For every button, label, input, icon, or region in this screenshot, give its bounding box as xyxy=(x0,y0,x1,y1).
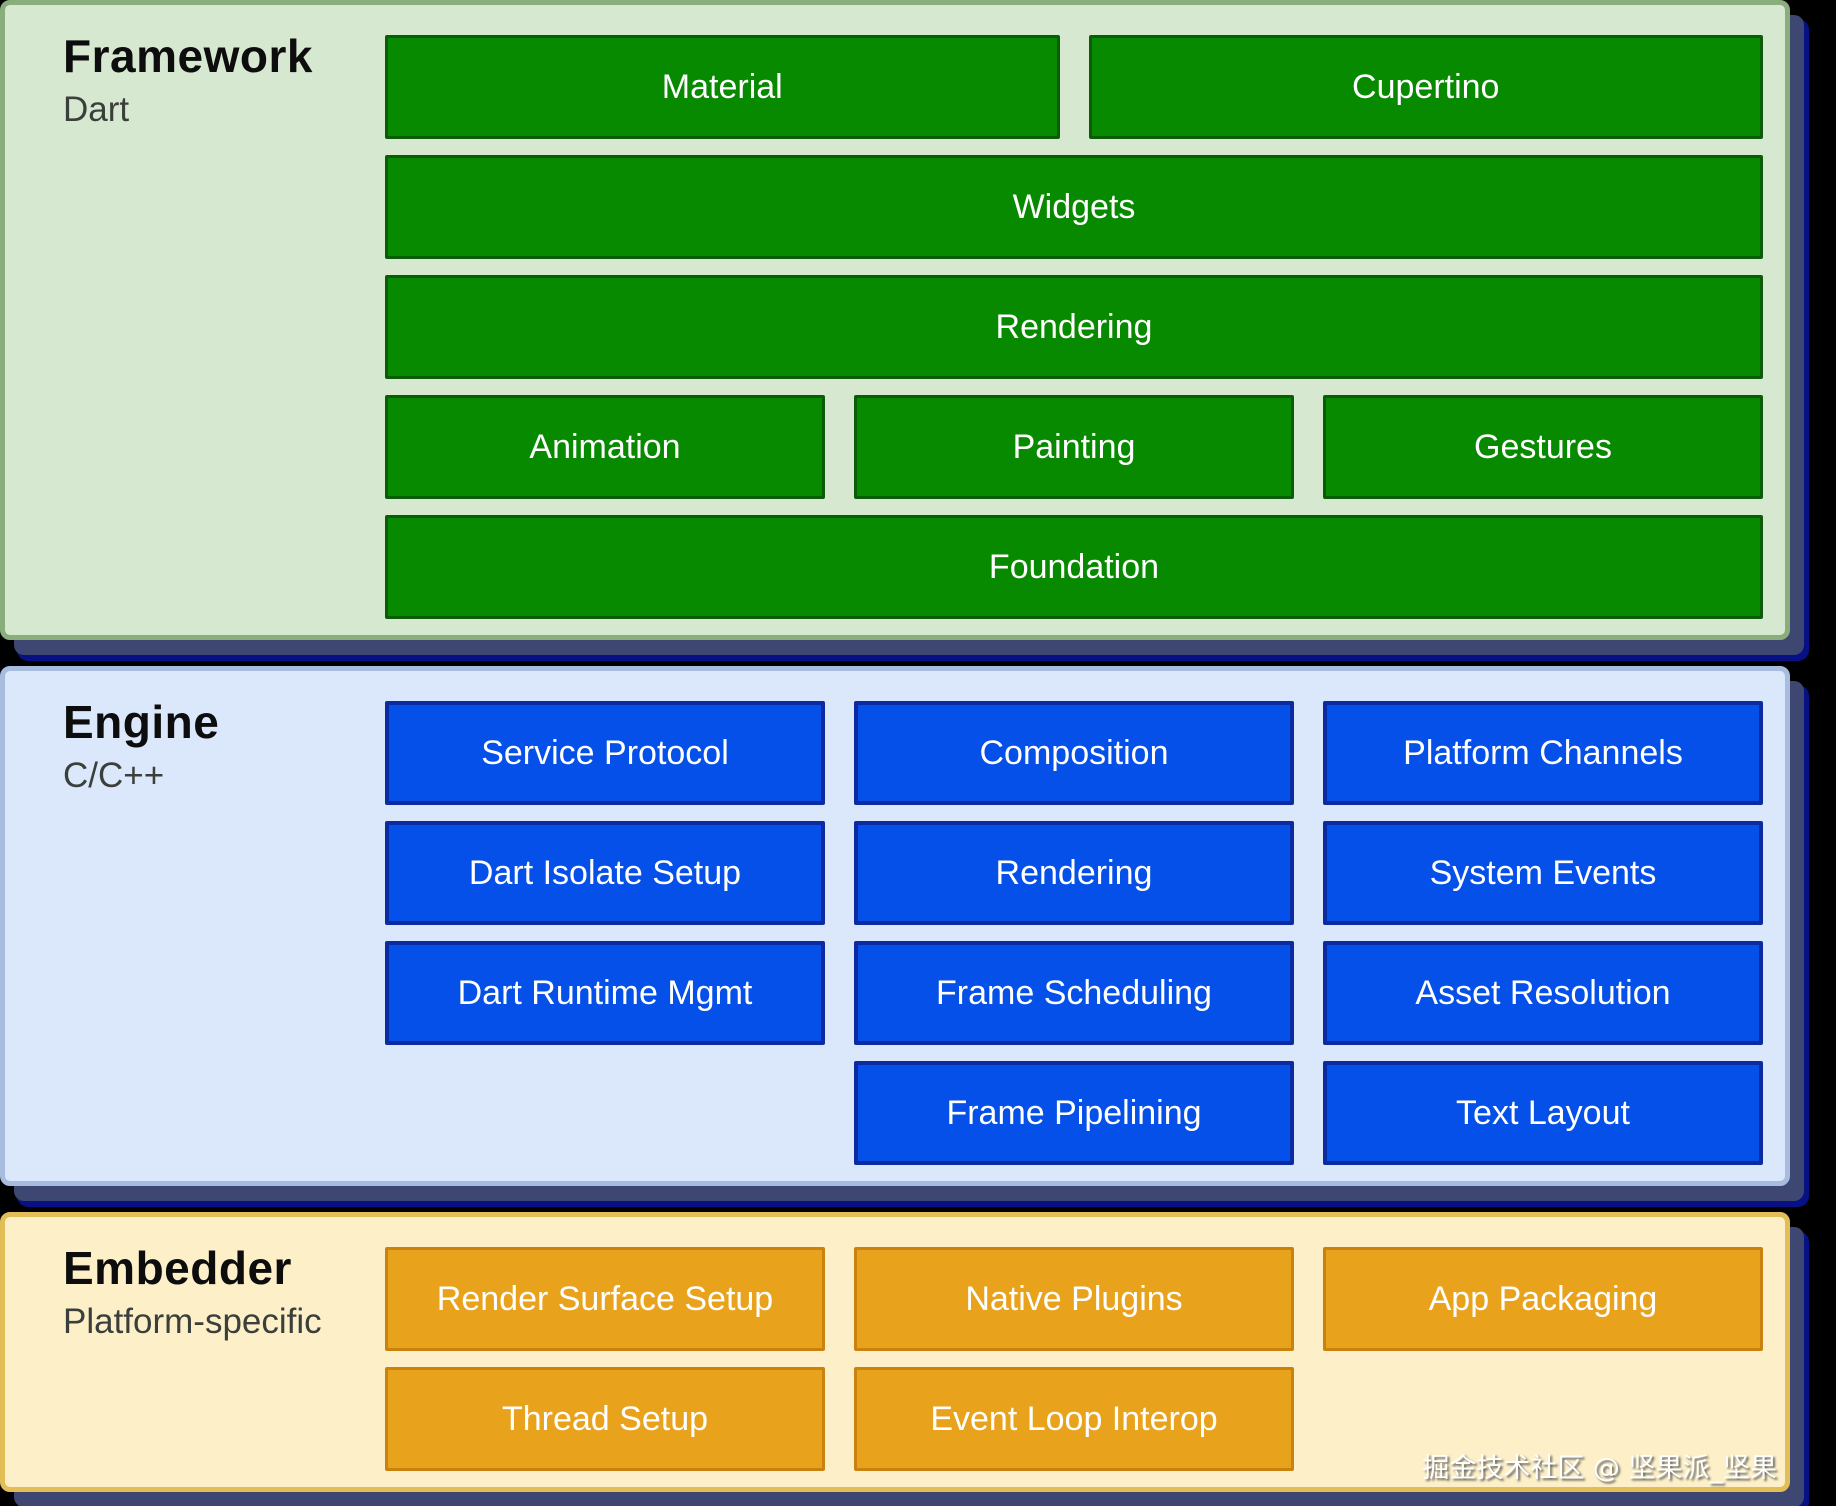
box-native-plugins: Native Plugins xyxy=(854,1247,1294,1351)
framework-subtitle: Dart xyxy=(63,89,130,129)
box-thread-setup: Thread Setup xyxy=(385,1367,825,1471)
box-dart-runtime-mgmt: Dart Runtime Mgmt xyxy=(385,941,825,1045)
framework-box-row: Animation Painting Gestures xyxy=(385,395,1763,499)
engine-layer-panel: Engine C/C++ Service Protocol Composition… xyxy=(0,666,1790,1186)
box-cupertino: Cupertino xyxy=(1088,35,1763,139)
box-rendering: Rendering xyxy=(385,275,1763,379)
embedder-box-row: Render Surface Setup Native Plugins App Pa… xyxy=(385,1247,1763,1351)
box-app-packaging: App Packaging xyxy=(1323,1247,1763,1351)
framework-box-row: Foundation xyxy=(385,515,1763,619)
engine-box-row: Dart Isolate Setup Rendering System Events xyxy=(385,821,1763,925)
box-render-surface-setup: Render Surface Setup xyxy=(385,1247,825,1351)
box-frame-scheduling: Frame Scheduling xyxy=(854,941,1294,1045)
framework-title: Framework xyxy=(63,30,313,82)
box-asset-resolution: Asset Resolution xyxy=(1323,941,1763,1045)
box-service-protocol: Service Protocol xyxy=(385,701,825,805)
box-frame-pipelining: Frame Pipelining xyxy=(854,1061,1294,1165)
box-animation: Animation xyxy=(385,395,825,499)
watermark-text: 掘金技术社区 @ 坚果派_坚果 xyxy=(1422,1453,1777,1484)
box-rendering: Rendering xyxy=(854,821,1294,925)
embedder-label-column: Embedder Platform-specific xyxy=(5,1217,385,1487)
box-event-loop-interop: Event Loop Interop xyxy=(854,1367,1294,1471)
framework-box-row: Material Cupertino xyxy=(385,35,1763,139)
box-foundation: Foundation xyxy=(385,515,1763,619)
box-widgets: Widgets xyxy=(385,155,1763,259)
box-gestures: Gestures xyxy=(1323,395,1763,499)
embedder-boxes: Render Surface Setup Native Plugins App Pa… xyxy=(385,1217,1785,1487)
engine-box-row: Frame Pipelining Text Layout xyxy=(385,1061,1763,1165)
box-platform-channels: Platform Channels xyxy=(1323,701,1763,805)
framework-label-column: Framework Dart xyxy=(5,5,385,635)
engine-box-row: Service Protocol Composition Platform Chan… xyxy=(385,701,1763,805)
box-text-layout: Text Layout xyxy=(1323,1061,1763,1165)
embedder-subtitle: Platform-specific xyxy=(63,1301,322,1341)
framework-box-row: Widgets xyxy=(385,155,1763,259)
engine-title: Engine xyxy=(63,696,220,748)
box-dart-isolate-setup: Dart Isolate Setup xyxy=(385,821,825,925)
box-system-events: System Events xyxy=(1323,821,1763,925)
framework-box-row: Rendering xyxy=(385,275,1763,379)
embedder-box-row: Thread Setup Event Loop Interop xyxy=(385,1367,1763,1471)
box-painting: Painting xyxy=(854,395,1294,499)
embedder-layer-panel: Embedder Platform-specific Render Surfac… xyxy=(0,1212,1790,1492)
box-material: Material xyxy=(385,35,1060,139)
engine-boxes: Service Protocol Composition Platform Chan… xyxy=(385,671,1785,1181)
engine-label-column: Engine C/C++ xyxy=(5,671,385,1181)
engine-box-row: Dart Runtime Mgmt Frame Scheduling Asset R… xyxy=(385,941,1763,1045)
box-composition: Composition xyxy=(854,701,1294,805)
embedder-title: Embedder xyxy=(63,1242,292,1294)
engine-subtitle: C/C++ xyxy=(63,755,165,795)
